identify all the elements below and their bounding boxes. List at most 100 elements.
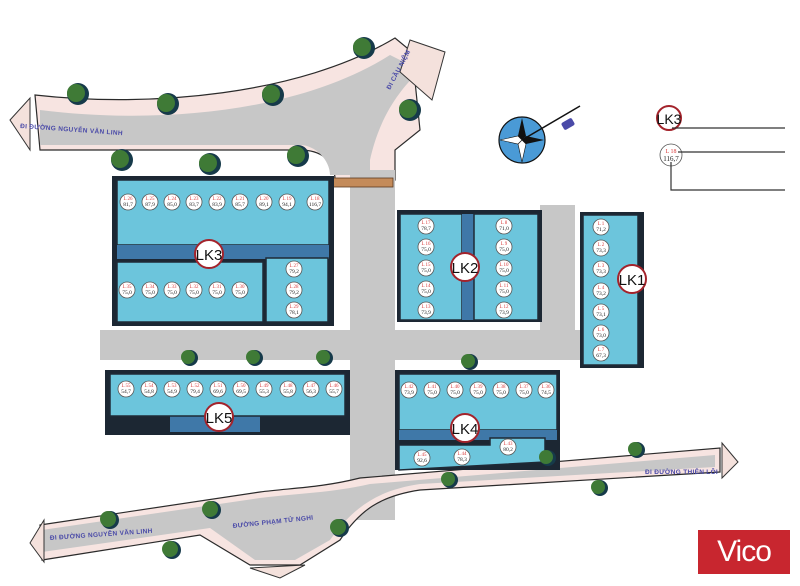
svg-text:L 5: L 5	[598, 307, 605, 312]
svg-text:73,9: 73,9	[421, 310, 431, 316]
tree-icon	[330, 519, 349, 537]
lot-marker[interactable]: L 871,0	[495, 217, 513, 235]
trees	[67, 37, 645, 559]
svg-text:LK2: LK2	[452, 260, 479, 277]
svg-text:L 16: L 16	[421, 242, 431, 247]
tree-icon	[100, 511, 119, 529]
svg-text:79,2: 79,2	[289, 269, 299, 275]
svg-text:L 6: L 6	[598, 328, 605, 333]
svg-text:L 31: L 31	[212, 285, 222, 290]
tree-icon	[591, 480, 608, 496]
tree-icon	[539, 450, 556, 466]
svg-text:73,0: 73,0	[596, 333, 606, 339]
svg-text:L 30: L 30	[235, 285, 245, 290]
svg-text:80,2: 80,2	[503, 447, 513, 453]
lot-marker[interactable]: L 573,1	[592, 303, 610, 321]
svg-text:L 27: L 27	[289, 264, 299, 269]
svg-text:L 18: L 18	[310, 197, 320, 202]
svg-text:LK4: LK4	[452, 421, 479, 438]
svg-text:56,3: 56,3	[306, 389, 316, 395]
svg-text:L 3: L 3	[598, 264, 605, 269]
svg-text:81,7: 81,7	[123, 202, 133, 208]
road-bottom	[29, 441, 739, 579]
svg-text:55,8: 55,8	[283, 389, 293, 395]
block-label-lk3[interactable]: LK3	[194, 239, 224, 269]
svg-text:L 24: L 24	[167, 197, 177, 202]
svg-text:55,7: 55,7	[329, 389, 339, 395]
block-label-lk4[interactable]: LK4	[450, 413, 480, 443]
svg-text:L 4: L 4	[598, 286, 605, 291]
svg-text:L 23: L 23	[189, 197, 199, 202]
tree-icon	[202, 501, 221, 519]
svg-text:L 48: L 48	[283, 384, 293, 389]
block-label-lk2[interactable]: LK2	[450, 252, 480, 282]
arrow-east-icon	[721, 441, 739, 480]
lot-marker[interactable]: L 975,0	[495, 238, 513, 256]
svg-text:L 37: L 37	[519, 385, 529, 390]
svg-text:L 14: L 14	[421, 284, 431, 289]
svg-text:75,0: 75,0	[473, 390, 483, 396]
svg-text:L 50: L 50	[236, 384, 246, 389]
svg-text:L 38: L 38	[496, 385, 506, 390]
lot-marker[interactable]: L 767,3	[592, 344, 610, 362]
block-label-lk1[interactable]: LK1	[617, 264, 647, 294]
block-label-lk5[interactable]: LK5	[204, 402, 234, 432]
lot-marker[interactable]: L 171,2	[592, 218, 610, 236]
arrow-west-icon	[9, 96, 31, 152]
lot-marker[interactable]: L 673,0	[592, 324, 610, 342]
tree-icon	[181, 350, 198, 366]
lot-marker[interactable]: L 373,3	[592, 260, 610, 278]
lot-marker[interactable]: L 473,2	[592, 282, 610, 300]
tree-icon	[628, 442, 645, 458]
lot-marker[interactable]: L 273,3	[592, 239, 610, 257]
svg-text:75,0: 75,0	[499, 247, 509, 253]
